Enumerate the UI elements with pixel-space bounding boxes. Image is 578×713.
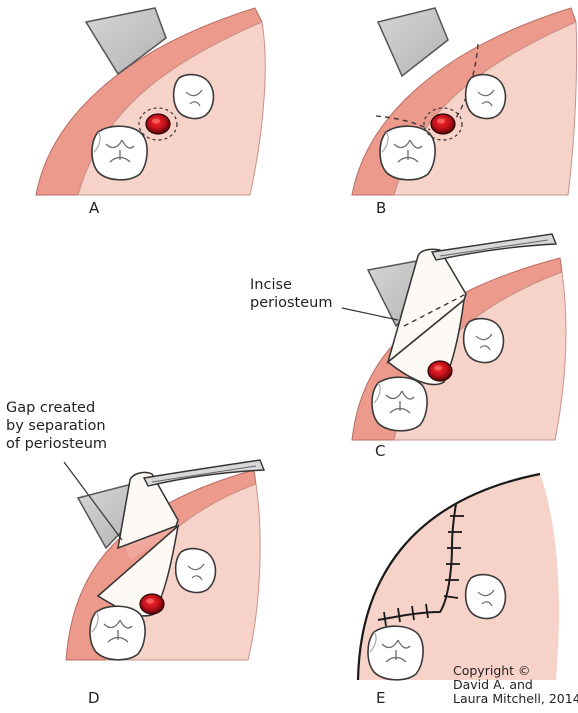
tissue-forceps xyxy=(432,234,556,260)
gap-line-2: by separation xyxy=(6,417,107,435)
panel-label-b: B xyxy=(376,200,386,217)
copyright-line-1: Copyright © xyxy=(453,664,578,678)
molar-tooth xyxy=(92,126,147,180)
premolar-tooth xyxy=(176,549,216,593)
canine-crown xyxy=(431,114,455,134)
panel-label-a: A xyxy=(89,200,99,217)
premolar-tooth xyxy=(466,575,506,619)
panel-c xyxy=(342,234,566,440)
premolar-tooth xyxy=(464,319,504,363)
premolar-tooth xyxy=(174,75,214,119)
panel-b xyxy=(352,8,577,195)
incise-line-1: Incise xyxy=(250,276,332,294)
retractor xyxy=(378,8,448,76)
canine-crown xyxy=(146,114,170,134)
incise-periosteum-label: Incise periosteum xyxy=(250,276,332,312)
gap-line-3: of periosteum xyxy=(6,435,107,453)
molar-tooth xyxy=(368,626,423,680)
copyright-notice: Copyright © David A. and Laura Mitchell,… xyxy=(453,664,578,706)
panel-label-e: E xyxy=(376,690,385,707)
copyright-line-3: Laura Mitchell, 2014 xyxy=(453,692,578,706)
premolar-tooth xyxy=(466,75,506,119)
panel-label-d: D xyxy=(88,690,100,707)
gap-label: Gap created by separation of periosteum xyxy=(6,399,107,453)
molar-tooth xyxy=(372,377,427,431)
gap-line-1: Gap created xyxy=(6,399,107,417)
canine-crown xyxy=(140,594,164,614)
panel-e xyxy=(358,474,559,680)
panel-a xyxy=(36,8,265,195)
canine-crown xyxy=(428,361,452,381)
incise-line-2: periosteum xyxy=(250,294,332,312)
copyright-line-2: David A. and xyxy=(453,678,578,692)
panel-label-c: C xyxy=(375,443,385,460)
panel-d xyxy=(64,460,264,660)
molar-tooth xyxy=(380,126,435,180)
molar-tooth xyxy=(90,606,145,660)
